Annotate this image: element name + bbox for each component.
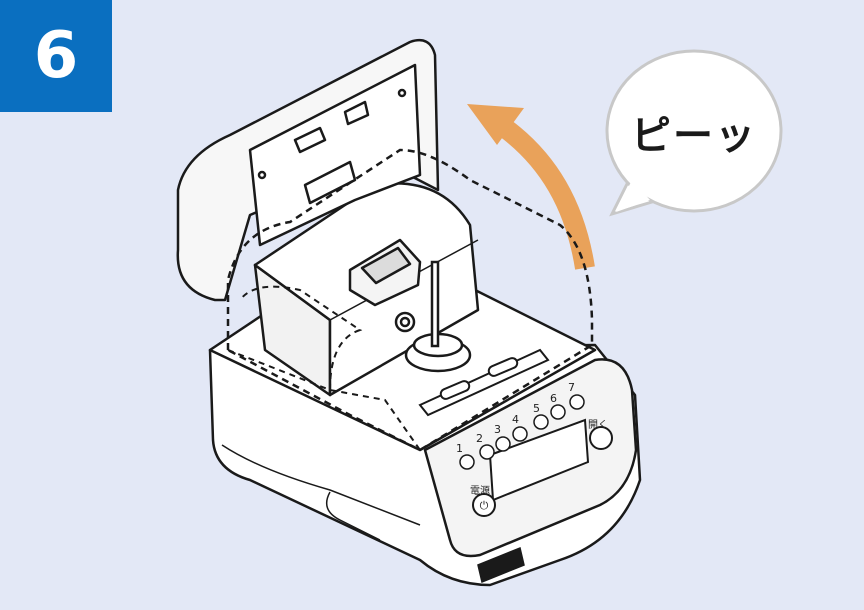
step-number: 6 [33,19,79,93]
power-icon: ⏻ [480,499,489,512]
level-label-4: 4 [512,413,519,426]
level-label-7: 7 [568,381,575,394]
open-label: 開く [588,420,608,431]
step-number-badge: 6 [0,0,112,112]
front-vents [477,546,525,584]
motor-unit [253,182,480,397]
vessel [394,260,472,373]
open-lid [176,38,440,302]
speech-bubble-text: ピーッ [631,113,757,159]
power-label: 電源 [470,486,490,497]
deck-slots [418,348,550,417]
level-label-2: 2 [476,432,483,445]
cover-outline-inner [227,285,421,451]
speech-bubble [605,49,783,217]
open-lid-arrow-icon [467,104,595,270]
level-label-5: 5 [533,402,540,415]
level-label-3: 3 [494,423,501,436]
level-label-6: 6 [550,392,557,405]
level-label-1: 1 [456,442,463,455]
control-panel: ⏻ [459,394,613,517]
